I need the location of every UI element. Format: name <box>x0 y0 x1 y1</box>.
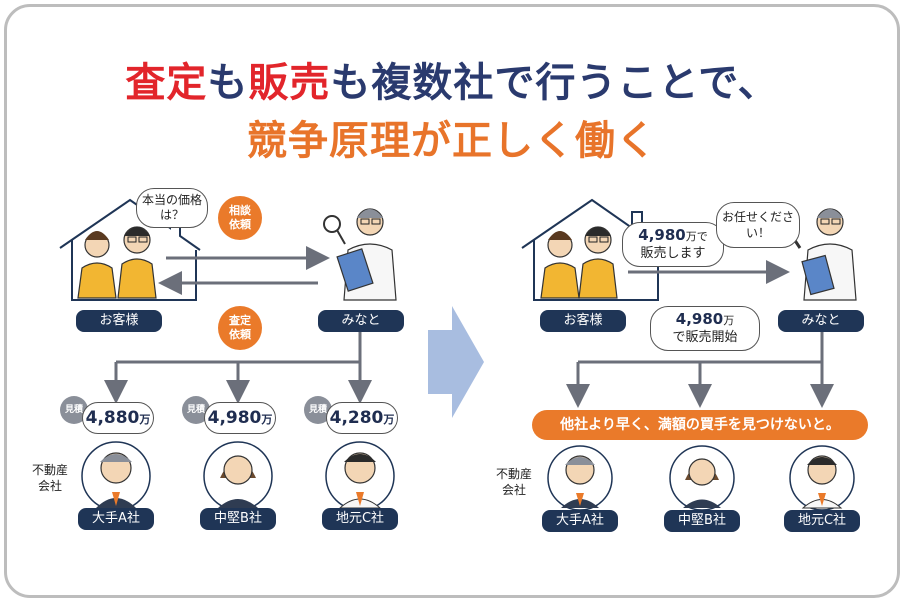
agent-speech-bubble: お任せください！ <box>716 202 800 248</box>
right-realestate-label: 不動産会社 <box>495 467 532 497</box>
right-company-a-face-icon <box>547 445 613 511</box>
left-customer-label: お客様 <box>76 310 162 332</box>
right-company-c-face-icon <box>789 445 855 511</box>
customer-sales-bubble: 4,980万で 販売します <box>622 222 724 267</box>
right-company-c-label: 地元C社 <box>784 510 860 532</box>
left-company-c-label: 地元C社 <box>322 508 398 530</box>
consult-request-badge: 相談依頼 <box>218 196 262 240</box>
quote-c: 4,280万 <box>326 402 398 434</box>
left-agent-label: みなと <box>318 310 404 332</box>
headline-line1: 査定も販売も複数社で行うことで、 <box>125 60 779 106</box>
quote-b: 4,980万 <box>204 402 276 434</box>
right-agent-label: みなと <box>778 310 864 332</box>
headline-line2: 競争原理が正しく働く <box>247 118 657 164</box>
right-agent-icon <box>790 208 857 301</box>
right-company-b-face-icon <box>669 445 735 511</box>
sales-start-bubble: 4,980万 で販売開始 <box>650 306 760 351</box>
company-a-face-icon <box>81 441 151 511</box>
left-company-a-label: 大手A社 <box>78 508 154 530</box>
company-c-face-icon <box>325 441 395 511</box>
assessment-request-badge: 査定依頼 <box>218 306 262 350</box>
right-company-b-label: 中堅B社 <box>664 510 740 532</box>
left-realestate-label: 不動産会社 <box>31 463 68 493</box>
quote-a: 4,880万 <box>82 402 154 434</box>
right-customer-couple-icon <box>540 226 618 299</box>
right-customer-label: お客様 <box>540 310 626 332</box>
left-agent-icon <box>323 208 397 301</box>
transition-arrow <box>428 306 484 418</box>
customer-thought-bubble: 本当の価格は？ <box>136 188 208 228</box>
company-b-face-icon <box>203 441 273 511</box>
competition-banner: 他社より早く、満額の買手を見つけないと。 <box>532 410 868 440</box>
left-company-b-label: 中堅B社 <box>200 508 276 530</box>
right-company-a-label: 大手A社 <box>542 510 618 532</box>
left-customer-couple-icon <box>77 226 157 299</box>
